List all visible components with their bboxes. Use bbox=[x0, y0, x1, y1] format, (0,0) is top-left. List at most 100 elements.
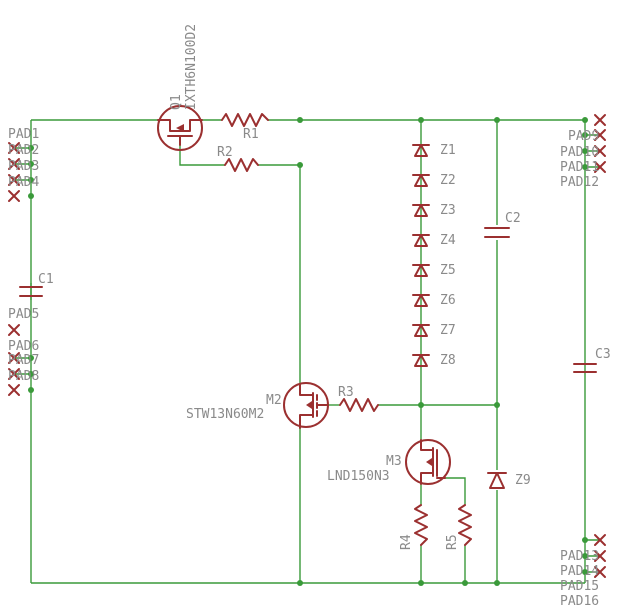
c2-capacitor-symbol bbox=[484, 227, 510, 238]
pad-x-marker bbox=[594, 145, 606, 157]
r3-resistor-symbol bbox=[339, 398, 379, 412]
r2-resistor-symbol bbox=[224, 158, 259, 172]
junction-dot bbox=[297, 117, 303, 123]
m3-transistor-symbol bbox=[405, 439, 451, 485]
z5-zener-symbol bbox=[412, 264, 430, 277]
junction-dot bbox=[418, 580, 424, 586]
z4-zener-symbol bbox=[412, 234, 430, 247]
pad4-label: PAD4 bbox=[8, 175, 39, 190]
pad-x-marker bbox=[8, 190, 20, 202]
junction-dot bbox=[582, 132, 588, 138]
junction-dot bbox=[582, 553, 588, 559]
q1-gate-r2-wire bbox=[179, 145, 225, 166]
pad14-label: PAD14 bbox=[560, 564, 599, 579]
pad5-label: PAD5 bbox=[8, 307, 39, 322]
c3-label: C3 bbox=[595, 347, 611, 362]
pad-x-marker bbox=[594, 534, 606, 546]
z8-zener-symbol bbox=[412, 354, 430, 367]
r1-resistor-symbol bbox=[221, 113, 269, 127]
m2-transistor-symbol bbox=[283, 382, 329, 429]
z1-label: Z1 bbox=[440, 143, 456, 158]
z9-label: Z9 bbox=[515, 473, 531, 488]
z2-label: Z2 bbox=[440, 173, 456, 188]
pad-x-marker bbox=[8, 352, 20, 364]
junction-dot bbox=[418, 117, 424, 123]
wires bbox=[14, 119, 600, 584]
z5-label: Z5 bbox=[440, 263, 456, 278]
pad13-label: PAD13 bbox=[560, 549, 599, 564]
junction-dot bbox=[494, 117, 500, 123]
m3-gate-r5-wire bbox=[445, 477, 466, 505]
pad-x-marker bbox=[8, 368, 20, 380]
z6-label: Z6 bbox=[440, 293, 456, 308]
z6-zener-symbol bbox=[412, 294, 430, 307]
pad15-label: PAD15 bbox=[560, 579, 599, 594]
component-labels: Q1 IXTH6N100D2 R1 R2 C1 C2 C3 Z1 Z2 Z3 Z… bbox=[38, 24, 611, 550]
c2-label: C2 bbox=[505, 211, 521, 226]
junction-dot bbox=[418, 402, 424, 408]
q1-ref-label: Q1 bbox=[169, 94, 184, 110]
pad-x-marker bbox=[8, 384, 20, 396]
junction-dot bbox=[28, 371, 34, 377]
r5-resistor-symbol bbox=[458, 504, 472, 546]
c3-capacitor-symbol bbox=[573, 363, 597, 373]
zener-stack-symbols bbox=[412, 144, 430, 367]
junction-dots bbox=[28, 117, 588, 586]
c1-capacitor-symbol bbox=[19, 286, 43, 297]
pad-x-marker bbox=[594, 550, 606, 562]
r1-label: R1 bbox=[243, 127, 259, 142]
junction-dot bbox=[297, 162, 303, 168]
pad16-label: PAD16 bbox=[560, 594, 599, 609]
junction-dot bbox=[582, 569, 588, 575]
pad-x-marker bbox=[8, 158, 20, 170]
r4-resistor-symbol bbox=[414, 504, 428, 546]
q1-part-label: IXTH6N100D2 bbox=[184, 24, 199, 110]
pad2-label: PAD2 bbox=[8, 143, 39, 158]
z2-zener-symbol bbox=[412, 174, 430, 187]
pad-stubs-left bbox=[14, 147, 31, 375]
pad7-label: PAD7 bbox=[8, 353, 39, 368]
q1-transistor-symbol bbox=[157, 105, 203, 151]
pad9-label: PAD9 bbox=[568, 129, 599, 144]
junction-dot bbox=[28, 145, 34, 151]
pad10-label: PAD10 bbox=[560, 145, 599, 160]
junction-dot bbox=[28, 177, 34, 183]
z7-label: Z7 bbox=[440, 323, 456, 338]
r5-label: R5 bbox=[445, 534, 460, 550]
m3-ref-label: M3 bbox=[386, 454, 402, 469]
junction-dot bbox=[582, 537, 588, 543]
junction-dot bbox=[28, 355, 34, 361]
pad-x-marker bbox=[594, 114, 606, 126]
pad-x-marker bbox=[594, 566, 606, 578]
pad-x-marker bbox=[8, 142, 20, 154]
pad-labels: PAD1 PAD2 PAD3 PAD4 PAD5 PAD6 PAD7 PAD8 … bbox=[8, 127, 599, 609]
z8-label: Z8 bbox=[440, 353, 456, 368]
z1-zener-symbol bbox=[412, 144, 430, 157]
junction-dot bbox=[494, 580, 500, 586]
pad-x-marker bbox=[594, 129, 606, 141]
z3-zener-symbol bbox=[412, 204, 430, 217]
m2-part-label: STW13N60M2 bbox=[186, 407, 264, 422]
z7-zener-symbol bbox=[412, 324, 430, 337]
junction-dot bbox=[582, 148, 588, 154]
z3-label: Z3 bbox=[440, 203, 456, 218]
pad-x-marker bbox=[8, 174, 20, 186]
pad12-label: PAD12 bbox=[560, 175, 599, 190]
pad3-label: PAD3 bbox=[8, 159, 39, 174]
junction-dot bbox=[582, 164, 588, 170]
pad8-label: PAD8 bbox=[8, 369, 39, 384]
z9-zener-symbol bbox=[487, 472, 507, 489]
pad1-label: PAD1 bbox=[8, 127, 39, 142]
junction-dot bbox=[28, 387, 34, 393]
m3-part-label: LND150N3 bbox=[327, 469, 390, 484]
junction-dot bbox=[462, 580, 468, 586]
z4-label: Z4 bbox=[440, 233, 456, 248]
pad-x-marker bbox=[594, 161, 606, 173]
junction-dot bbox=[297, 580, 303, 586]
r2-label: R2 bbox=[217, 145, 233, 160]
pad11-label: PAD11 bbox=[560, 160, 599, 175]
pad-markers bbox=[8, 114, 606, 578]
r3-label: R3 bbox=[338, 385, 354, 400]
junction-dot bbox=[582, 117, 588, 123]
